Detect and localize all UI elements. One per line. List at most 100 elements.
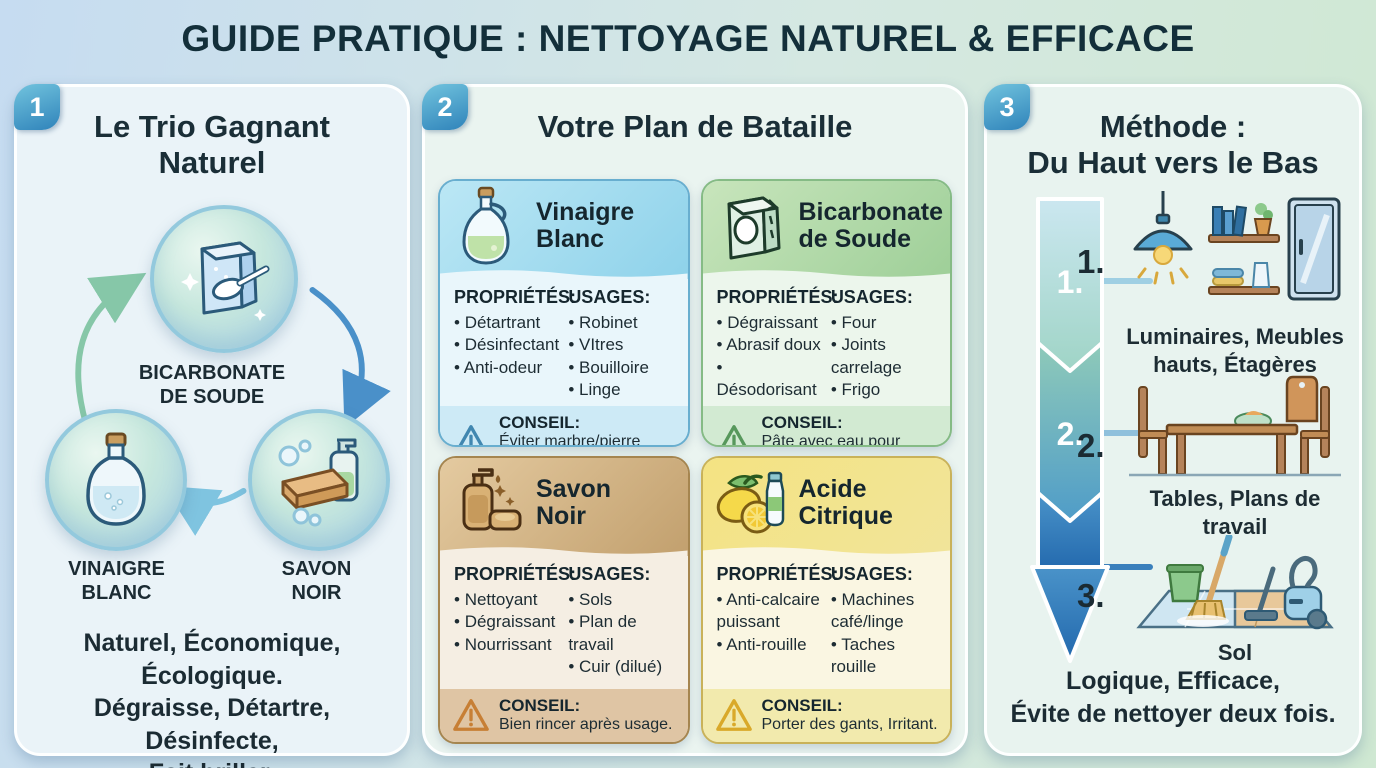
- conseil-text: Porter des gants, Irritant.: [761, 716, 938, 733]
- card-header: Bicarbonate de Soude: [702, 181, 950, 280]
- methode-title: Méthode : Du Haut vers le Bas: [1027, 109, 1319, 180]
- list-item: Four: [831, 312, 938, 334]
- wave-divider: [440, 547, 688, 557]
- step-caption: Luminaires, Meubles hauts, Étagères: [1126, 324, 1344, 377]
- step-number: 2.: [1077, 427, 1105, 464]
- floor-cleaning-illustration: [1136, 535, 1334, 630]
- list-item: VItres: [568, 334, 675, 356]
- wave-divider: [440, 270, 688, 280]
- card-body: PROPRIÉTÉS: Dégraissant Abrasif doux Dés…: [703, 279, 951, 406]
- card-savon-noir: Savon Noir PROPRIÉTÉS: Nettoyant Dégrais…: [438, 456, 690, 744]
- page-title: GUIDE PRATIQUE : NETTOYAGE NATUREL & EFF…: [181, 18, 1195, 59]
- conseil-strip: CONSEIL: Porter des gants, Irritant.: [702, 689, 950, 742]
- list-item: Anti-rouille: [717, 634, 823, 656]
- conseil-heading: CONSEIL:: [499, 412, 581, 432]
- card-header: Vinaigre Blanc: [440, 181, 688, 280]
- top-to-bottom-arrow: 1. 2.: [1030, 197, 1153, 663]
- step-number: 1.: [1077, 243, 1105, 280]
- usages-heading: USAGES:: [568, 287, 651, 307]
- card-title: Acide Citrique: [798, 475, 893, 530]
- conseil-text: Bien rincer après usage.: [499, 716, 673, 733]
- plan-title: Votre Plan de Bataille: [537, 109, 853, 144]
- card-body: PROPRIÉTÉS: Nettoyant Dégraissant Nourri…: [440, 556, 688, 683]
- panel-plan-de-bataille: 2 Votre Plan de Bataille Vinaigre Blanc: [422, 84, 968, 756]
- card-vinaigre-blanc: Vinaigre Blanc PROPRIÉTÉS: Détartrant Dé…: [438, 179, 690, 447]
- list-item: Nettoyant: [454, 589, 560, 611]
- list-item: Sols: [568, 589, 675, 611]
- list-item: Abrasif doux: [717, 334, 823, 356]
- soap-pump-icon: [462, 468, 522, 531]
- properties-heading: PROPRIÉTÉS:: [454, 287, 577, 307]
- properties-heading: PROPRIÉTÉS:: [716, 287, 839, 307]
- step-caption: Sol: [1217, 640, 1253, 665]
- soap-bar-pump-icon: [278, 438, 359, 527]
- conseil-strip: CONSEIL: Bien rincer après usage.: [440, 689, 688, 742]
- trio-benefits-text: Naturel, Économique, Écologique. Dégrais…: [83, 629, 341, 768]
- conseil-heading: CONSEIL:: [761, 696, 843, 715]
- panel-number-badge: 3: [984, 84, 1030, 130]
- card-acide-citrique: Acide Citrique PROPRIÉTÉS: Anti-calcaire…: [700, 456, 952, 744]
- bicarbonate-node: [150, 205, 298, 353]
- usages-heading: USAGES:: [830, 287, 913, 307]
- list-item: Linge: [568, 379, 675, 401]
- arrow-step-number: 1.: [1057, 264, 1084, 300]
- usages-list: Robinet VItres Bouilloire Linge: [568, 312, 675, 402]
- panel-trio-gagnant: 1 Le Trio Gagnant Naturel: [14, 84, 410, 768]
- usages-heading: USAGES:: [568, 564, 651, 584]
- list-item: Dégraissant: [454, 611, 560, 633]
- step-caption: Tables, Plans de travail: [1149, 486, 1321, 539]
- warning-triangle-icon: [715, 699, 752, 731]
- usages-heading: USAGES:: [830, 564, 913, 584]
- bicarbonate-label: BICARBONATE DE SOUDE: [138, 362, 286, 408]
- lemon-bottle-icon: [716, 471, 784, 534]
- card-title: Bicarbonate de Soude: [798, 198, 943, 253]
- properties-list: Nettoyant Dégraissant Nourrissant: [454, 589, 560, 656]
- list-item: Anti-odeur: [454, 357, 560, 379]
- vinaigre-node: [45, 409, 187, 551]
- list-item: Bouilloire: [568, 357, 675, 379]
- warning-triangle-icon: [453, 699, 489, 731]
- savon-node: [248, 409, 390, 551]
- list-item: Dégraissant: [717, 312, 823, 334]
- methode-benefits-text: Logique, Efficace, Évite de nettoyer deu…: [1010, 667, 1336, 728]
- warning-triangle-icon: [458, 424, 484, 445]
- card-body: PROPRIÉTÉS: Détartrant Désinfectant Anti…: [440, 279, 688, 406]
- list-item: Cuir (dilué): [568, 656, 675, 678]
- step-3: 3. Sol: [1077, 535, 1355, 667]
- step-number: 3.: [1077, 577, 1105, 614]
- card-title: Vinaigre Blanc: [536, 198, 635, 253]
- properties-heading: PROPRIÉTÉS:: [454, 564, 577, 584]
- list-item: Machines café/linge: [831, 589, 938, 634]
- product-cards-grid: Vinaigre Blanc PROPRIÉTÉS: Détartrant Dé…: [438, 179, 952, 744]
- step-1: 1. Luminaires, Meubles hauts: [1077, 191, 1355, 378]
- savon-label: SAVON NOIR: [281, 558, 352, 604]
- properties-list: Anti-calcaire puissant Anti-rouille: [717, 589, 823, 656]
- vinaigre-label: VINAIGRE BLANC: [68, 558, 165, 604]
- list-item: Frigo: [831, 379, 938, 401]
- conseil-heading: CONSEIL:: [761, 412, 843, 432]
- usages-list: Sols Plan de travail Cuir (dilué): [568, 589, 675, 679]
- properties-list: Dégraissant Abrasif doux Désodorisant: [717, 312, 823, 402]
- conseil-strip: CONSEIL: Éviter marbre/pierre naturelle.: [440, 405, 688, 445]
- baking-soda-box-icon: [181, 241, 270, 321]
- warning-triangle-icon: [721, 424, 746, 445]
- panel-number-badge: 1: [14, 84, 60, 130]
- properties-heading: PROPRIÉTÉS:: [716, 564, 839, 584]
- list-item: Plan de travail: [568, 611, 675, 656]
- list-item: Désinfectant: [454, 334, 560, 356]
- high-surfaces-illustration: [1133, 191, 1341, 301]
- vinegar-bottle-icon: [86, 432, 146, 526]
- arrow-step-number: 2.: [1057, 416, 1084, 452]
- properties-list: Détartrant Désinfectant Anti-odeur: [454, 312, 560, 379]
- list-item: Taches rouille: [831, 634, 938, 679]
- card-title: Savon Noir: [536, 475, 612, 530]
- panel-methode: 3 Méthode : Du Haut vers le Bas 1. 2. 1.: [984, 84, 1362, 756]
- list-item: Joints carrelage: [831, 334, 938, 379]
- trio-title: Le Trio Gagnant Naturel: [94, 109, 330, 180]
- wave-divider: [702, 270, 950, 280]
- vinegar-cruet-icon: [462, 186, 510, 265]
- card-body: PROPRIÉTÉS: Anti-calcaire puissant Anti-…: [703, 556, 951, 683]
- list-item: Désodorisant: [717, 357, 823, 402]
- step-2: 2. Tables, Plans de travail: [1077, 369, 1355, 540]
- conseil-text: Pâte avec eau pour action ciblée.: [761, 432, 901, 447]
